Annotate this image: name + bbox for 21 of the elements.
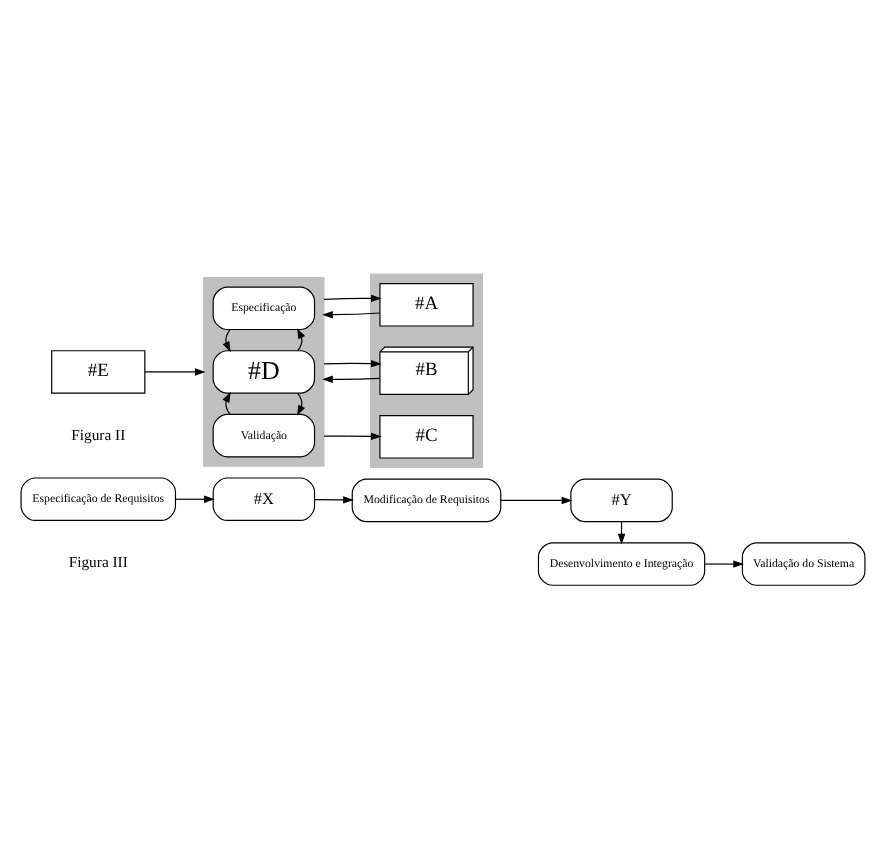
node-box: #A bbox=[379, 282, 474, 326]
node-box: #E bbox=[51, 349, 146, 393]
arrow bbox=[323, 431, 382, 440]
node-box: #C bbox=[379, 414, 474, 458]
arrow bbox=[297, 327, 306, 351]
arrow bbox=[175, 494, 215, 502]
arrow bbox=[500, 495, 573, 504]
arrow bbox=[323, 293, 382, 302]
arrow bbox=[296, 391, 306, 415]
arrow bbox=[322, 374, 381, 383]
arrow bbox=[322, 309, 381, 318]
cluster bbox=[203, 276, 325, 466]
arrow bbox=[222, 390, 231, 414]
node-box: #D bbox=[212, 349, 316, 393]
node-box: #Y bbox=[570, 477, 673, 522]
arrow bbox=[144, 367, 206, 375]
arrow bbox=[222, 328, 231, 352]
arrow bbox=[704, 559, 744, 567]
arrow bbox=[314, 495, 354, 503]
node-box: #X bbox=[212, 476, 316, 521]
arrow bbox=[323, 358, 382, 367]
